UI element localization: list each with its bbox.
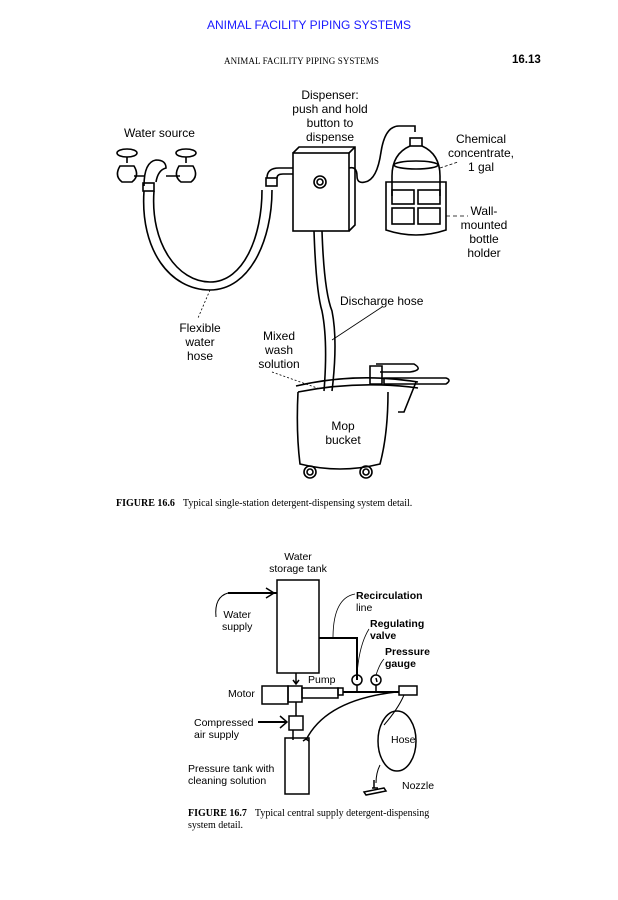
label-mop-bucket: Mop bucket — [320, 419, 366, 447]
hose-coil — [377, 710, 417, 772]
label-water-storage-tank: Water storage tank — [262, 551, 334, 575]
label-line: 1 gal — [467, 160, 495, 174]
caption-text-line2: system detail. — [188, 820, 243, 831]
label-line: button to — [306, 116, 354, 130]
label-line: bucket — [325, 433, 361, 447]
label-line: Flexible — [179, 321, 221, 335]
leader-lines — [197, 161, 468, 390]
dispenser-box — [292, 125, 416, 232]
pump-body — [287, 685, 303, 703]
running-header-title: ANIMAL FACILITY PIPING SYSTEMS — [224, 56, 379, 66]
label-line: Regulating — [370, 618, 425, 630]
pressure-tank — [284, 737, 310, 795]
label-line: concentrate, — [447, 146, 515, 160]
label-pressure-tank: Pressure tank with cleaning solution — [188, 763, 274, 787]
recirculation-leader — [332, 593, 356, 639]
water-storage-tank — [276, 579, 320, 674]
label-line: Wall- — [470, 204, 498, 218]
label-line: Water — [284, 551, 312, 563]
label-pressure-gauge: Pressure gauge — [385, 646, 430, 670]
recirculation-line — [319, 637, 358, 680]
nozzle-icon — [362, 780, 388, 796]
tank-outlet — [292, 673, 300, 686]
label-line: holder — [467, 246, 501, 260]
label-flexible-water-hose: Flexible water hose — [172, 321, 228, 363]
label-discharge-hose: Discharge hose — [340, 294, 424, 308]
label-line: supply — [222, 621, 253, 633]
figure-16-6-caption: FIGURE 16.6 Typical single-station deterg… — [116, 498, 412, 510]
label-line: Pressure tank with — [188, 763, 275, 775]
figure-16-7-caption: FIGURE 16.7 Typical central supply deterg… — [188, 808, 429, 832]
label-line: air supply — [194, 729, 239, 741]
label-line: Water — [223, 609, 251, 621]
label-line: dispense — [305, 130, 355, 144]
label-line: Mop — [331, 419, 355, 433]
pressure-gauge-icon — [370, 674, 382, 692]
label-nozzle: Nozzle — [402, 780, 435, 792]
bottle-holder — [385, 181, 447, 236]
label-compressed-air-supply: Compressed air supply — [194, 717, 254, 741]
label-line: Compressed — [194, 717, 254, 729]
label-pump: Pump — [308, 674, 336, 686]
label-line: solution — [258, 357, 300, 371]
label-regulating-valve: Regulating valve — [370, 618, 424, 642]
label-bottle-holder: Wall- mounted bottle holder — [456, 204, 512, 260]
label-line: Dispenser: — [301, 88, 359, 102]
label-recirculation-line: Recirculation line — [356, 590, 423, 614]
figure-number: FIGURE 16.6 — [116, 498, 175, 509]
document-banner-title: ANIMAL FACILITY PIPING SYSTEMS — [206, 18, 412, 32]
label-water-source: Water source — [124, 126, 195, 140]
label-dispenser: Dispenser: push and hold button to dispe… — [288, 88, 372, 144]
caption-text: Typical single-station detergent-dispens… — [182, 498, 413, 509]
hose-reel-connector — [398, 685, 418, 696]
label-chemical-concentrate: Chemical concentrate, 1 gal — [444, 132, 518, 174]
label-line: Mixed — [262, 329, 295, 343]
faucet-icon — [116, 148, 197, 192]
label-line: water — [185, 335, 215, 349]
label-mixed-wash-solution: Mixed wash solution — [252, 329, 306, 371]
label-line: gauge — [385, 658, 416, 670]
air-valve — [288, 715, 304, 731]
label-line: wash — [264, 343, 293, 357]
label-line: line — [356, 602, 373, 614]
label-line: Pressure — [385, 646, 430, 658]
label-line: valve — [370, 630, 397, 642]
label-line: hose — [186, 349, 214, 363]
label-line: storage tank — [269, 563, 327, 575]
chemical-bottle — [391, 137, 441, 196]
label-hose: Hose — [391, 734, 416, 746]
label-water-supply: Water supply — [222, 609, 252, 633]
discharge-hose — [313, 230, 336, 392]
mop-bucket — [295, 363, 450, 479]
water-supply-line — [215, 587, 277, 618]
figure-number: FIGURE 16.7 — [188, 808, 247, 819]
label-line: push and hold — [292, 102, 368, 116]
page-number: 16.13 — [512, 54, 541, 66]
label-line: Chemical — [455, 132, 506, 146]
label-motor: Motor — [228, 688, 255, 700]
label-line: mounted — [460, 218, 508, 232]
label-line: cleaning solution — [188, 775, 267, 787]
label-line: bottle — [469, 232, 499, 246]
motor-box — [261, 685, 289, 705]
label-line: Recirculation — [356, 590, 423, 602]
pump-barrel — [301, 687, 339, 699]
caption-text: Typical central supply detergent-dispens… — [254, 808, 430, 819]
